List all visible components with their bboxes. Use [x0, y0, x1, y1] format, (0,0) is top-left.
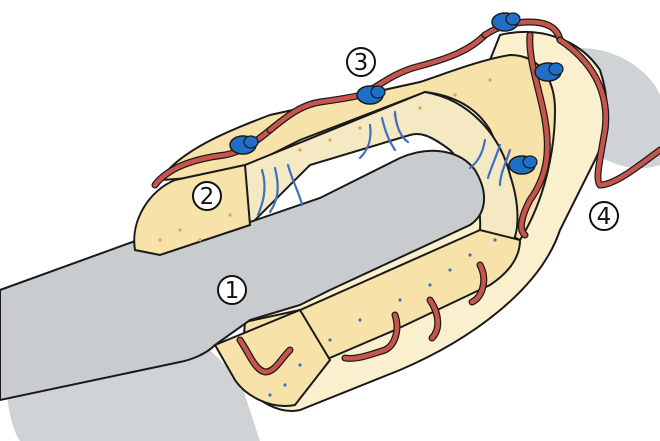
blue-node-lobe [506, 13, 520, 25]
sheath-dot [268, 393, 271, 396]
sheath-dot [358, 126, 361, 129]
sheath-dot [228, 213, 231, 216]
sheath-dot [283, 383, 286, 386]
blue-node-lobe [523, 156, 537, 168]
label-two-marker: 2 [193, 182, 221, 210]
label-four-marker: 4 [590, 202, 618, 230]
sheath-dot [158, 238, 161, 241]
sheath-dot [453, 93, 456, 96]
sheath-dot [198, 238, 201, 241]
blue-node-lobe [549, 63, 563, 75]
sheath-dot [468, 253, 471, 256]
sheath-dot [328, 338, 331, 341]
sheath-dot [448, 268, 451, 271]
sheath-dot [328, 138, 331, 141]
blue-node-lobe [244, 136, 258, 148]
label-two-text: 2 [200, 184, 215, 210]
blue-node-lobe [371, 86, 385, 98]
sheath-dot [178, 228, 181, 231]
label-three-text: 3 [354, 50, 369, 76]
sheath-dot [493, 238, 496, 241]
label-one-text: 1 [225, 278, 240, 304]
sheath-dot [298, 148, 301, 151]
label-four-text: 4 [597, 204, 612, 230]
label-one-marker: 1 [218, 276, 246, 304]
sheath-dot [398, 298, 401, 301]
sheath-dot [418, 106, 421, 109]
sheath-dot [358, 318, 361, 321]
label-three-marker: 3 [347, 48, 375, 76]
sheath-dot [488, 78, 491, 81]
sheath-dot [428, 283, 431, 286]
sheath-dot [298, 363, 301, 366]
